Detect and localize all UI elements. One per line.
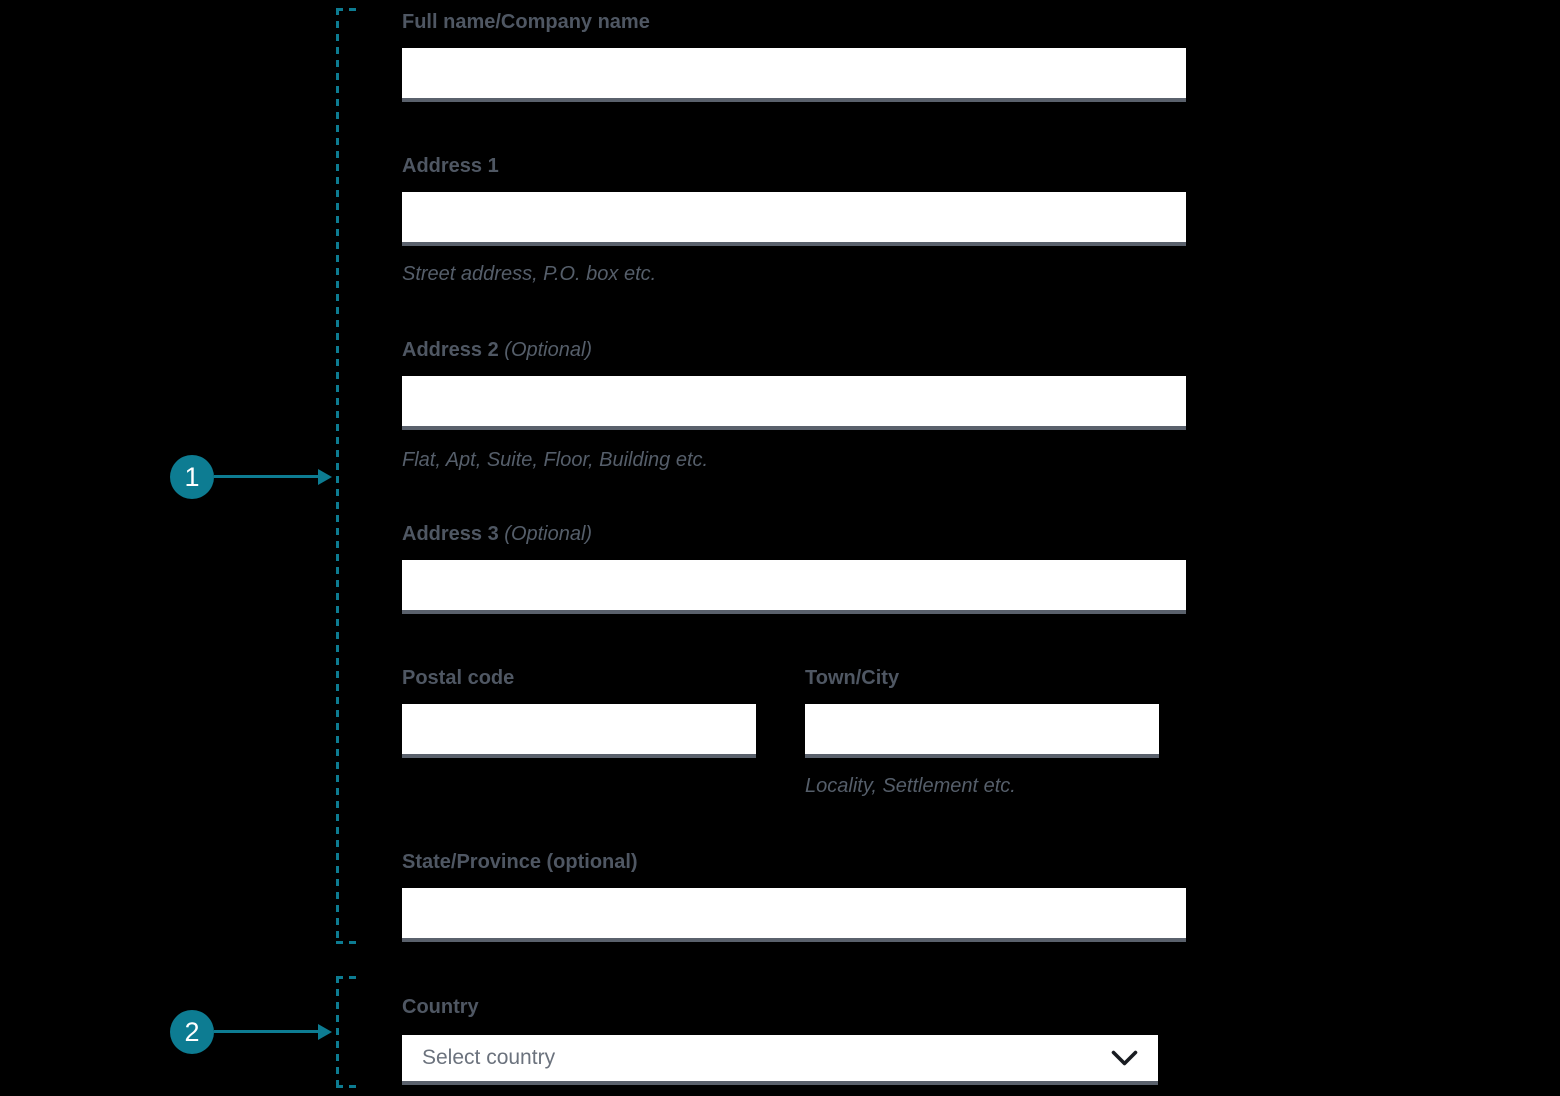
annotation-arrow-2-head-icon (318, 1023, 332, 1040)
postal-code-label: Postal code (402, 667, 515, 689)
address3-input[interactable] (402, 560, 1186, 614)
address2-label-text: Address 2 (402, 339, 499, 361)
annotation-marker-2-number: 2 (184, 1016, 200, 1047)
section1-dashed-bracket (336, 8, 339, 944)
address1-label: Address 1 (402, 155, 499, 177)
annotation-arrow-2-line (214, 1030, 320, 1033)
address3-label-optional: (Optional) (504, 523, 593, 545)
chevron-down-icon (1111, 1050, 1138, 1067)
annotation-arrow-1-head-icon (318, 468, 332, 485)
annotation-marker-2: 2 (170, 1010, 214, 1054)
town-city-label: Town/City (805, 667, 900, 689)
address2-label: Address 2 (Optional) (402, 338, 592, 362)
address2-label-optional: (Optional) (504, 339, 593, 361)
address2-helper-text: Flat, Apt, Suite, Floor, Building etc. (402, 449, 709, 471)
full-name-label: Full name/Company name (402, 11, 650, 33)
full-name-input[interactable] (402, 48, 1186, 102)
town-city-helper-text: Locality, Settlement etc. (805, 775, 1016, 797)
section2-dashed-bracket-bottom (336, 1085, 356, 1088)
country-select[interactable]: Select country (402, 1035, 1158, 1085)
section2-dashed-bracket-top (336, 976, 356, 979)
section1-dashed-bracket-top (336, 8, 356, 11)
annotation-marker-1-number: 1 (184, 461, 200, 492)
section1-dashed-bracket-bottom (336, 941, 356, 944)
country-select-value: Select country (422, 1046, 556, 1069)
address3-label-text: Address 3 (402, 523, 499, 545)
address1-helper-text: Street address, P.O. box etc. (402, 263, 657, 285)
state-province-input[interactable] (402, 888, 1186, 942)
annotation-marker-1: 1 (170, 455, 214, 499)
postal-code-input[interactable] (402, 704, 756, 758)
town-city-input[interactable] (805, 704, 1159, 758)
state-province-label: State/Province (optional) (402, 851, 638, 873)
address2-input[interactable] (402, 376, 1186, 430)
address1-input[interactable] (402, 192, 1186, 246)
country-label: Country (402, 996, 479, 1018)
section2-dashed-bracket (336, 976, 339, 1088)
address3-label: Address 3 (Optional) (402, 522, 592, 546)
annotation-arrow-1-line (214, 475, 320, 478)
